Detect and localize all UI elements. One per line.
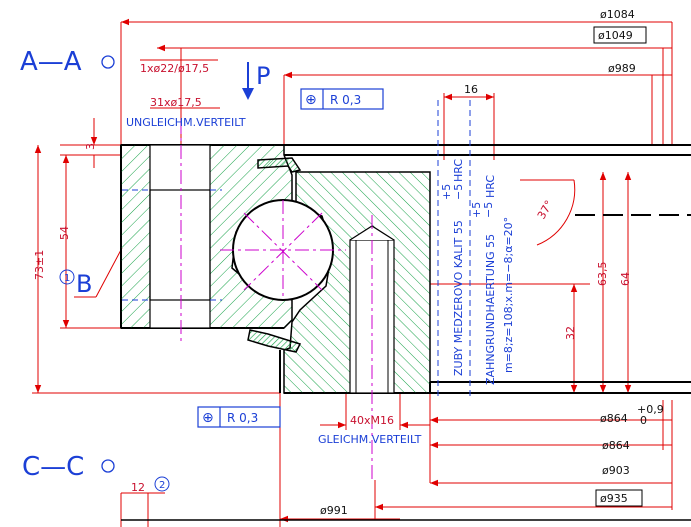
seal-top — [257, 157, 302, 173]
dim-d1049: ø1049 — [598, 29, 633, 42]
hardness-note-2-hrc: HRC — [484, 175, 497, 198]
circle-note-2 — [154, 476, 170, 492]
holes-note-2: 31xø17,5 — [150, 96, 202, 109]
uneven-note: UNGLEICHM.VERTEILT — [126, 116, 246, 129]
dim-d989: ø989 — [608, 62, 636, 75]
section-cc-marker — [101, 459, 115, 473]
hardness-note-2-tol-lower: −5 — [482, 202, 495, 218]
outer-bolt-hole — [149, 144, 211, 329]
circle-note-1 — [59, 269, 75, 285]
view-arrow-p — [242, 62, 254, 100]
circle-note-2-text: 2 — [159, 480, 165, 491]
center-lines — [180, 120, 373, 480]
gear-data-note: m=8;z=108;x.m=−8;α=20° — [502, 217, 515, 373]
hidden-lines — [122, 100, 471, 398]
dim-d991: ø991 — [320, 504, 348, 517]
hardness-note-2-tol-upper: +5 — [470, 202, 483, 218]
tolerance-top-value: R 0,3 — [330, 93, 361, 107]
angle-37: 37° — [535, 198, 556, 221]
hardness-note-1-tol-upper: +5 — [440, 184, 453, 200]
dim-54: 54 — [58, 226, 71, 240]
thread-note: 40xM16 — [350, 414, 394, 427]
view-letter-p: P — [256, 62, 270, 90]
section-aa-label: A—A — [20, 47, 82, 77]
dim-64: 64 — [619, 272, 632, 286]
hardness-note-1-tol-lower: −5 — [452, 184, 465, 200]
dim-d903: ø903 — [602, 464, 630, 477]
diameter-dimensions-top — [32, 18, 673, 527]
hardness-note-1: ZUBY MEDZEROVO KALIT 55 — [452, 220, 465, 376]
dim-12: 12 — [131, 481, 145, 494]
section-cc-label: C—C — [22, 452, 84, 482]
dim-d1084: ø1084 — [600, 8, 635, 21]
hardness-note-1-hrc: HRC — [452, 159, 465, 182]
label-b: B — [76, 270, 92, 298]
section-aa-marker — [101, 55, 115, 69]
dim-tol-lower: 0 — [640, 414, 647, 427]
dim-d935-box — [595, 489, 643, 507]
dim-d1049-box — [593, 26, 647, 44]
dim-d935: ø935 — [600, 492, 628, 505]
tolerance-bottom-symbol: ⊕ — [202, 410, 214, 426]
dim-63-5: 63,5 — [596, 262, 609, 287]
dim-32: 32 — [564, 326, 577, 340]
tolerance-frame-bottom — [197, 406, 281, 428]
circle-note-1-text: 1 — [64, 273, 70, 284]
dim-73: 73±1 — [33, 250, 46, 280]
hardness-note-2: ZAHNGRUNDHAERTUNG 55 — [484, 234, 497, 385]
holes-note-1: 1xø22/ø17,5 — [140, 62, 209, 75]
dim-3: 3 — [84, 143, 97, 150]
tolerance-frame-top — [300, 88, 384, 110]
dim-tol-upper: +0,9 — [637, 403, 664, 416]
seal-bottom — [247, 329, 302, 353]
dim-d864: ø864 — [602, 439, 630, 452]
tolerance-top-symbol: ⊕ — [305, 92, 317, 108]
dim-d864-tol: ø864 — [600, 412, 628, 425]
dim-16: 16 — [464, 83, 478, 96]
even-note: GLEICHM.VERTEILT — [318, 433, 422, 446]
tolerance-bottom-value: R 0,3 — [227, 411, 258, 425]
